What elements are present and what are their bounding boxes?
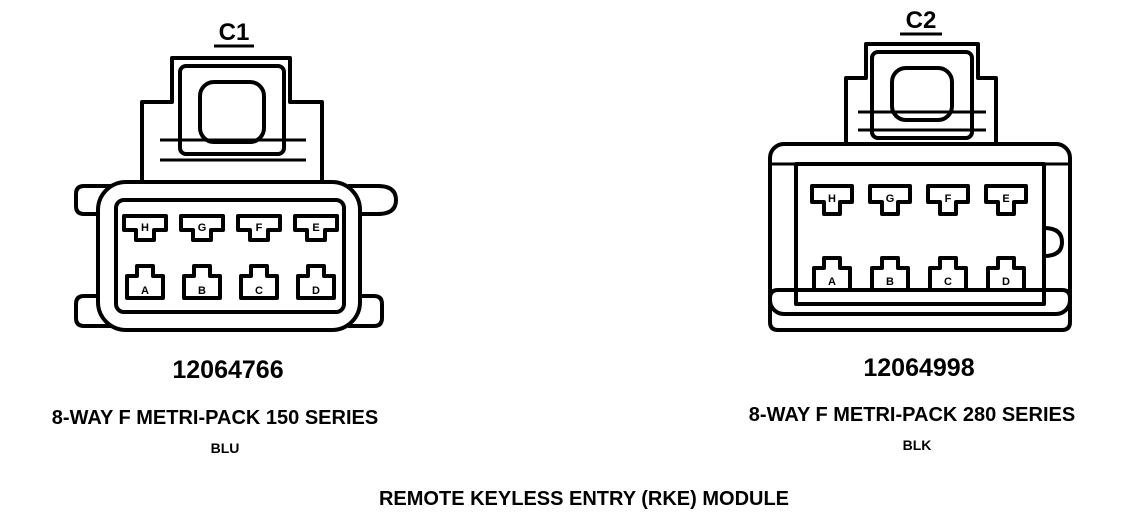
c2-cavity-f: F	[926, 184, 970, 216]
svg-text:B: B	[198, 285, 206, 297]
connector-c1-cavities: H G F E A B C	[122, 214, 339, 300]
c2-cavity-b: B	[870, 256, 910, 292]
connector-c2: C2 H G F	[749, 7, 1075, 453]
svg-text:G: G	[886, 193, 895, 205]
svg-text:A: A	[141, 285, 149, 297]
c1-cavity-c: C	[239, 264, 279, 300]
c1-cavity-h: H	[122, 214, 168, 242]
connector-c1-latch	[140, 56, 324, 187]
connector-c2-description: 8-WAY F METRI-PACK 280 SERIES	[749, 404, 1075, 426]
connector-c2-id: C2	[906, 7, 937, 34]
svg-text:C: C	[255, 285, 263, 297]
svg-text:D: D	[312, 285, 320, 297]
c1-cavity-a: A	[125, 264, 165, 300]
connector-c2-rail	[768, 288, 1072, 332]
connector-c2-keyway	[1043, 226, 1064, 258]
connector-c1: C1 H G	[52, 19, 398, 456]
connector-c1-body	[96, 180, 362, 332]
connector-c1-id: C1	[219, 19, 250, 46]
connector-c1-color: BLU	[211, 440, 240, 456]
svg-text:H: H	[828, 193, 836, 205]
svg-text:E: E	[1002, 193, 1009, 205]
svg-text:F: F	[945, 193, 952, 205]
connector-c2-color: BLK	[903, 437, 932, 453]
connector-c2-cavities: H G F E A B C	[810, 184, 1028, 292]
connector-c2-latch	[844, 42, 998, 146]
connector-c2-part-number: 12064998	[863, 354, 974, 382]
connector-c1-face	[114, 198, 346, 314]
svg-text:D: D	[1002, 276, 1010, 288]
svg-text:H: H	[141, 222, 149, 234]
c1-cavity-b: B	[182, 264, 222, 300]
module-title: REMOTE KEYLESS ENTRY (RKE) MODULE	[379, 488, 789, 510]
c2-cavity-c: C	[928, 256, 968, 292]
connector-c2-face	[794, 162, 1046, 306]
svg-text:C: C	[944, 276, 952, 288]
c2-cavity-d: D	[986, 256, 1026, 292]
svg-text:G: G	[198, 222, 207, 234]
svg-text:E: E	[312, 222, 319, 234]
connector-c1-description: 8-WAY F METRI-PACK 150 SERIES	[52, 407, 378, 429]
connector-c1-rails	[74, 184, 398, 328]
connector-c1-part-number: 12064766	[172, 356, 283, 384]
c1-cavity-f: F	[236, 214, 282, 242]
svg-text:A: A	[828, 276, 836, 288]
c1-cavity-d: D	[296, 264, 336, 300]
c1-cavity-g: G	[179, 214, 225, 242]
c2-cavity-g: G	[868, 184, 912, 216]
svg-text:F: F	[256, 222, 263, 234]
svg-text:B: B	[886, 276, 894, 288]
c2-cavity-e: E	[984, 184, 1028, 216]
c2-cavity-h: H	[810, 184, 854, 216]
c1-cavity-e: E	[293, 214, 339, 242]
c2-cavity-a: A	[812, 256, 852, 292]
